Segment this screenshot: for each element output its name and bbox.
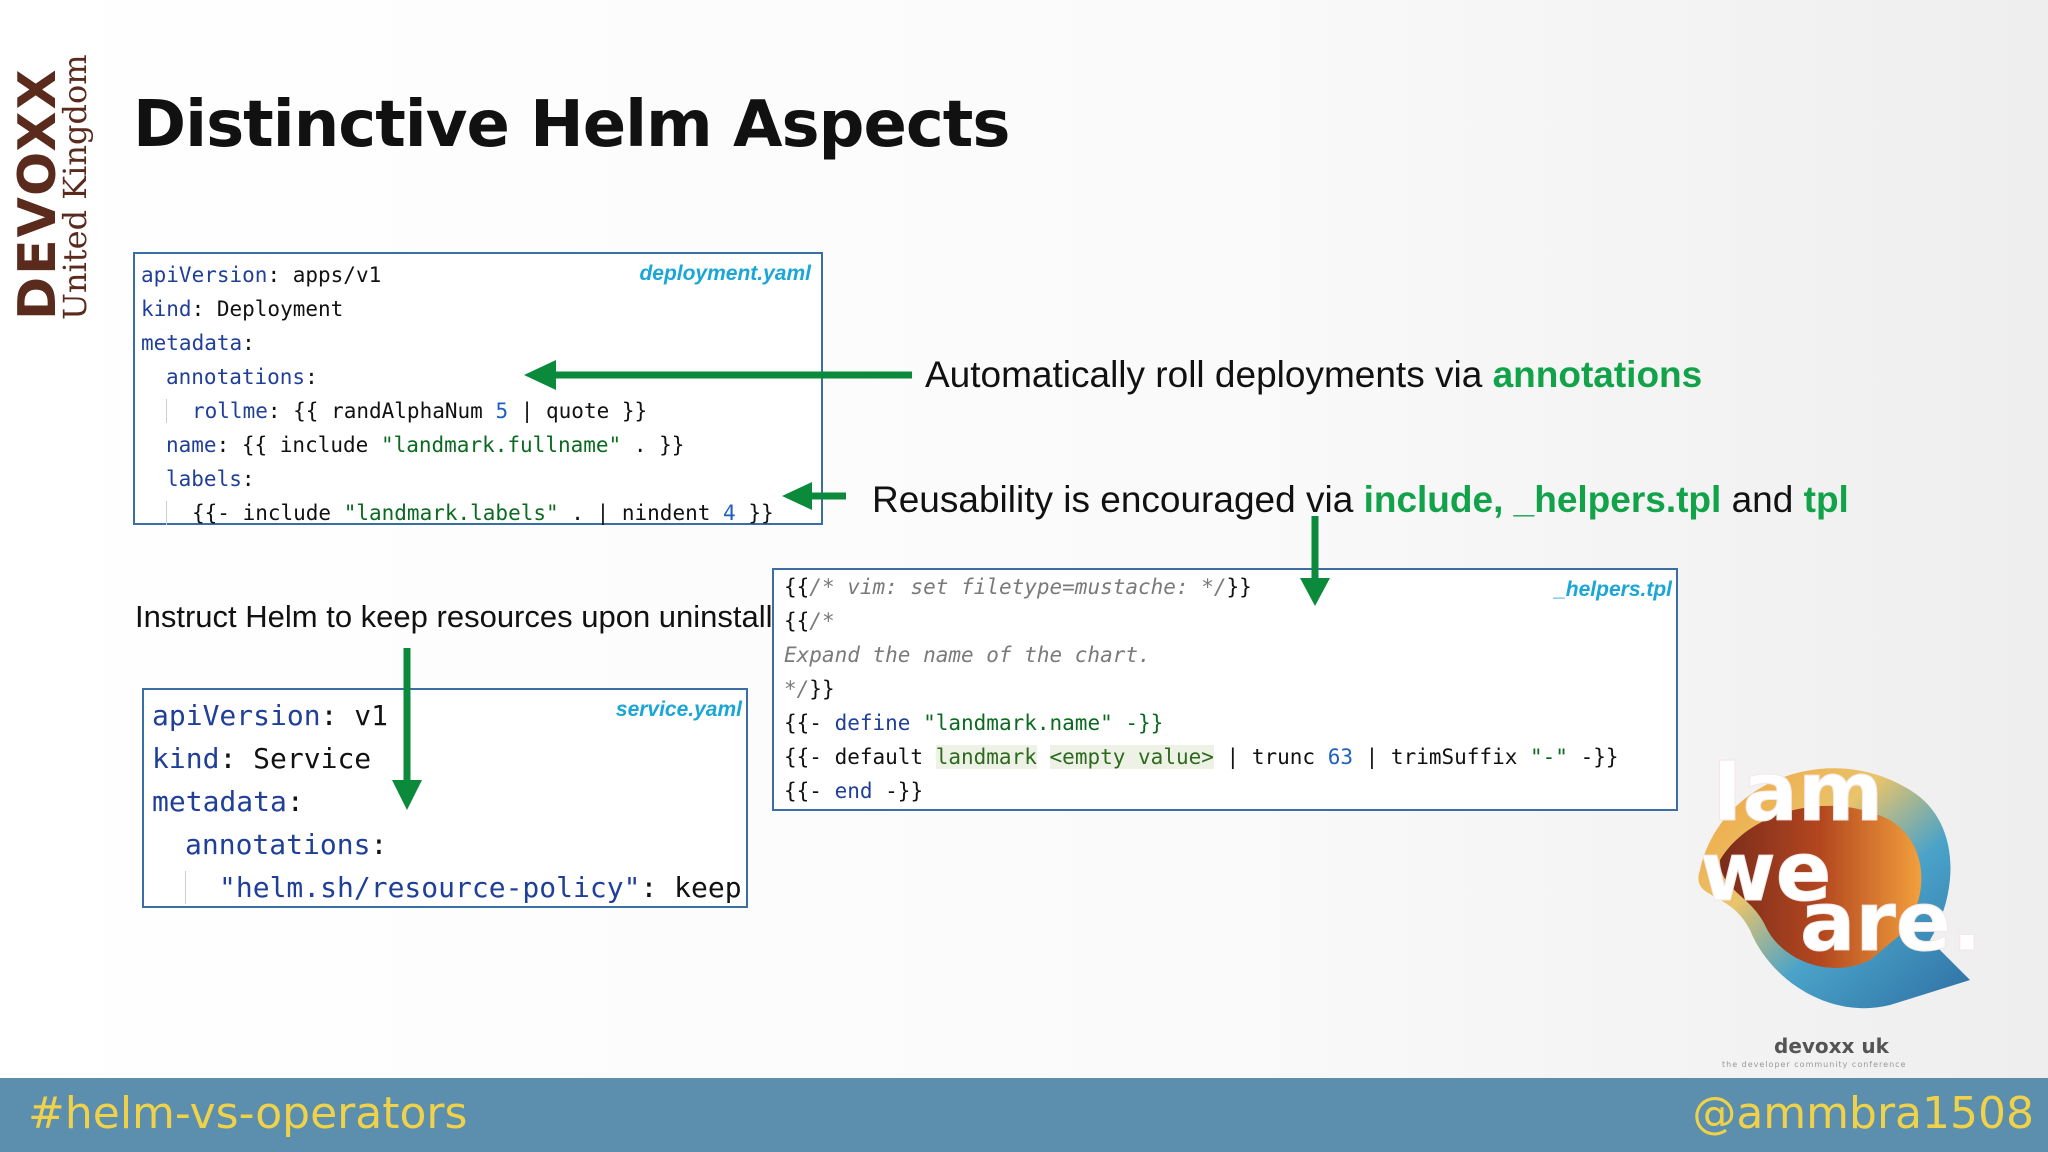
devoxx-region: United Kingdom [56,30,94,320]
code-line: {{- default landmark <empty value> | tru… [784,745,1619,769]
code-line: Expand the name of the chart. [784,643,1151,667]
code-line: metadata: [141,331,255,355]
code-line: name: {{ include "landmark.fullname" . }… [166,433,685,457]
slide-title: Distinctive Helm Aspects [133,88,1010,162]
helpers-file-label: _helpers.tpl [1554,578,1672,601]
code-line: {{- define "landmark.name" -}} [784,711,1164,735]
footer-hashtag: #helm-vs-operators [28,1088,468,1139]
deployment-file-label: deployment.yaml [639,262,811,285]
footer-bar: #helm-vs-operators @ammbra1508 [0,1078,2048,1152]
service-file-label: service.yaml [615,698,742,721]
service-code-box: service.yaml apiVersion: v1 kind: Servic… [142,688,748,908]
devoxx-logo-text: DEVOXX [8,67,68,320]
code-line: labels: [166,467,255,491]
devoxx-logo: DEVOXX [8,30,68,320]
code-line: {{/* [784,609,835,633]
note-instruct: Instruct Helm to keep resources upon uni… [135,599,773,634]
code-line: apiVersion: v1 [152,699,389,732]
code-line: metadata: [152,785,304,818]
code-line: kind: Service [152,742,372,775]
footer-handle: @ammbra1508 [1692,1088,2034,1139]
code-line: {{/* vim: set filetype=mustache: */}} [784,575,1252,599]
code-line: annotations: [166,365,318,389]
helpers-code-box: _helpers.tpl {{/* vim: set filetype=must… [772,568,1678,811]
code-line: */}} [784,677,835,701]
note-reusability: Reusability is encouraged via include, _… [872,479,1849,520]
deployment-code-box: deployment.yaml apiVersion: apps/v1 kind… [133,252,823,525]
badge-line-3: are. [1800,875,1983,970]
badge-line-2: we [1700,825,1831,920]
note-rollout: Automatically roll deployments via annot… [925,354,1703,395]
code-line: apiVersion: apps/v1 [141,263,382,287]
code-line: {{- include "landmark.labels" . | ninden… [141,496,774,530]
devoxx-uk-logo: devoxx uk [1774,1034,1889,1058]
code-line: annotations: [185,828,388,861]
code-line: kind: Deployment [141,297,344,321]
iamweare-badge: Iam we are. [1698,745,1983,1009]
devoxx-region-text: United Kingdom [56,54,94,320]
code-line: {{- end -}} [784,779,924,803]
devoxx-uk-tagline: the developer community conference [1722,1060,1907,1069]
code-line: rollme: {{ randAlphaNum 5 | quote }} [141,394,774,428]
code-line: "helm.sh/resource-policy": keep [152,866,742,909]
badge-line-1: Iam [1712,745,1883,840]
